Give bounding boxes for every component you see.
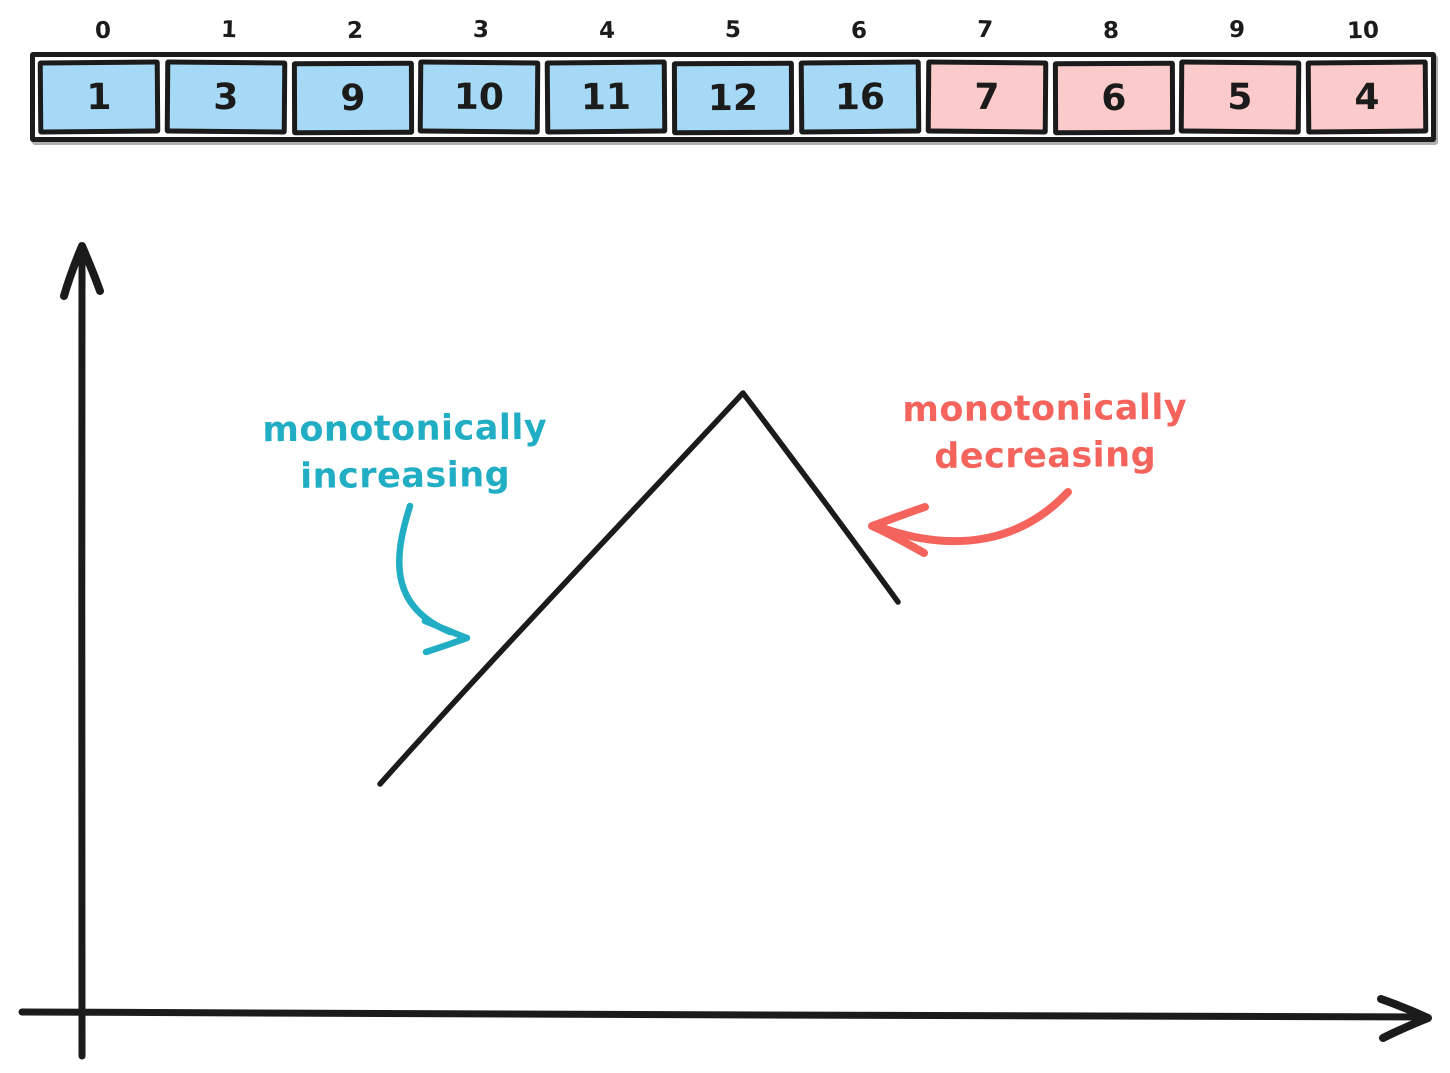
y-axis-arrowhead-icon (60, 242, 104, 300)
decreasing-arrow (878, 488, 1072, 546)
decreasing-annotation-line2: decreasing (934, 435, 1157, 477)
decreasing-annotation: monotonically decreasing (880, 385, 1211, 482)
mountain-line (377, 390, 901, 787)
x-axis (18, 1008, 1424, 1021)
array-strip: 0 1 2 3 4 5 6 7 8 9 10 1 3 9 10 11 12 16… (30, 10, 1436, 142)
increasing-arrowhead-icon (421, 617, 471, 656)
array-outline: 1 3 9 10 11 12 16 7 6 5 4 (30, 52, 1436, 142)
y-axis (77, 254, 86, 1060)
increasing-annotation-line1: monotonically (262, 407, 548, 451)
increasing-annotation: monotonically increasing (235, 405, 576, 502)
increasing-arrow (396, 502, 454, 636)
x-axis-arrowhead-icon (1377, 995, 1432, 1042)
decreasing-annotation-line1: monotonically (902, 387, 1188, 431)
decreasing-arrowhead-icon (868, 503, 929, 557)
increasing-annotation-line2: increasing (299, 455, 511, 497)
